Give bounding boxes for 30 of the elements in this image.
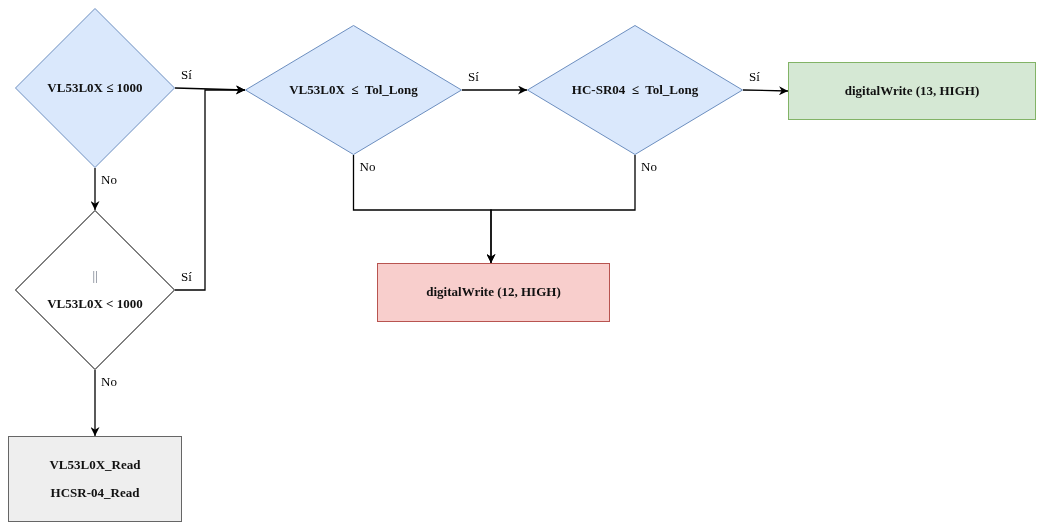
decision-diamond [527,25,743,155]
decision-diamond [245,25,462,155]
process-box [377,263,610,322]
edge-label: No [100,375,118,388]
node-text: VL53L0X_Read [49,456,141,473]
edge-label: No [640,160,658,173]
decision-diamond [15,210,175,370]
node-text: digitalWrite (13, HIGH) [844,82,980,100]
node-text: VL53L0X ≤ Tol_Long [289,81,418,99]
edge-label: Sí [180,270,193,283]
node-text: VL53L0X ≤ 1000 [47,79,143,97]
arrow [461,85,528,95]
arrow [90,167,100,211]
arrow [486,154,636,264]
edge-label: No [358,160,377,173]
edge-label: No [100,173,118,186]
edge-label: Sí [748,70,761,83]
node-text: HC-SR04 ≤ Tol_Long [571,81,699,99]
edge-label: Sí [180,68,193,81]
arrow [90,369,100,437]
arrow [174,85,246,291]
node-text: HCSR-04_Read [50,485,140,502]
arrow [742,86,789,96]
process-box [8,436,182,522]
edge-label: Sí [467,70,480,83]
node-text: VL53L0X < 1000 [47,296,143,313]
process-box [788,62,1036,120]
symbol-text: || [92,267,98,284]
node-text: digitalWrite (12, HIGH) [426,284,561,301]
decision-diamond [15,8,175,168]
